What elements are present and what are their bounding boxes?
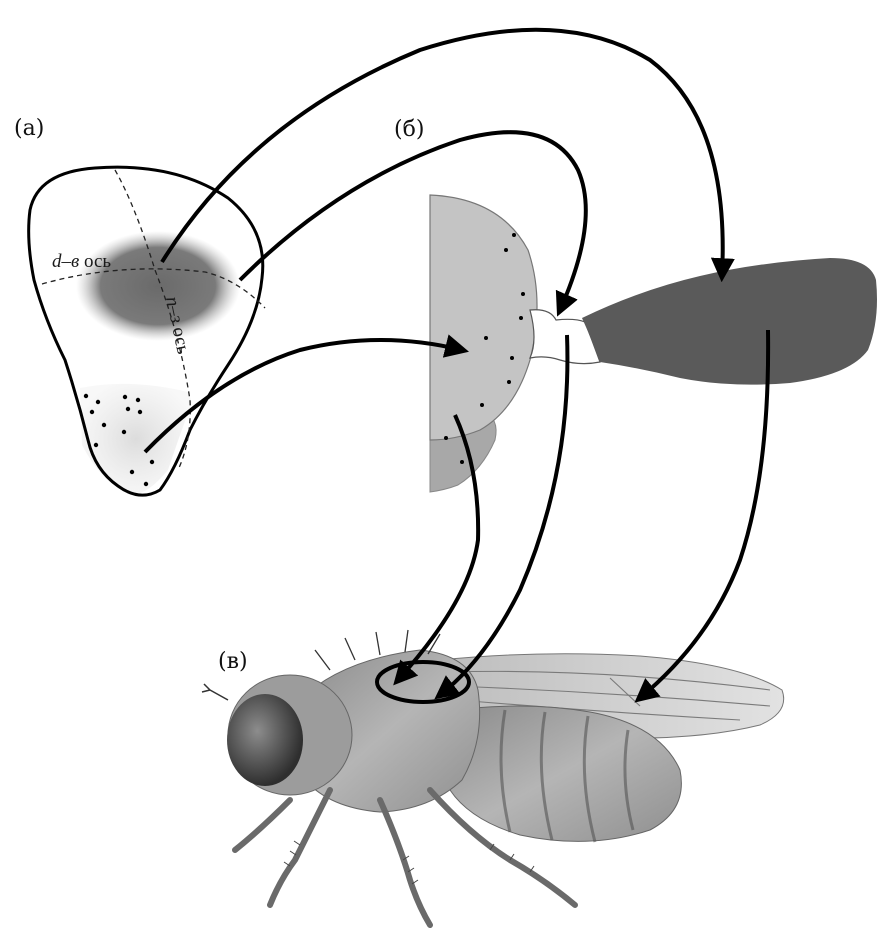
arrow-notum-region-to-notum (145, 340, 462, 452)
dv-axis-label: d–в ось (52, 251, 111, 272)
arrow-wing-to-fly-wing (640, 330, 768, 698)
wing-blade (582, 258, 877, 385)
panel-b-everted-disc: (б) (394, 117, 877, 492)
fly-antenna (202, 684, 228, 700)
fly-eye (227, 694, 303, 786)
disc-dark-region (76, 231, 240, 341)
panel-c-adult-fly: (в) (202, 630, 784, 925)
panel-label-a: (а) (14, 116, 44, 141)
panel-label-b: (б) (394, 117, 424, 142)
panel-label-c: (в) (218, 649, 248, 674)
panel-a-wing-disc: (а) d–в ось п–з ось (14, 116, 265, 495)
